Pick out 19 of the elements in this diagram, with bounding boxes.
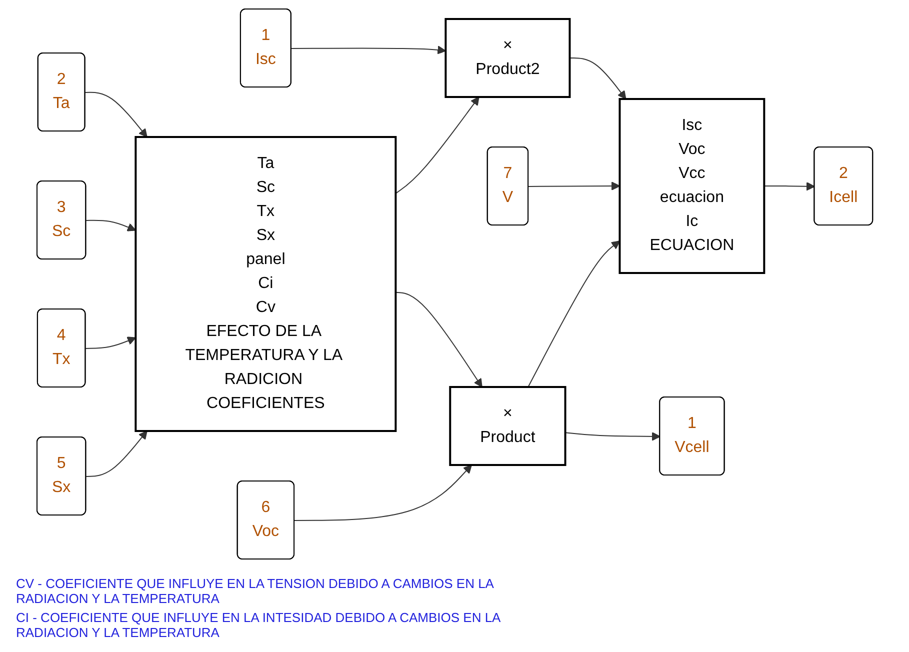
- arrow: [85, 430, 148, 477]
- node-box: × Product: [448, 386, 566, 466]
- arrow: [84, 92, 148, 138]
- arrow: [294, 464, 472, 521]
- node-box: Isc Voc Vcc ecuacion Ic ECUACION: [618, 98, 765, 274]
- arrow: [564, 432, 660, 441]
- arrow: [290, 46, 446, 54]
- arrow: [528, 182, 620, 190]
- arrow: [84, 336, 136, 349]
- arrow: [763, 182, 815, 191]
- arrow: [568, 58, 626, 100]
- arrow: [394, 96, 480, 194]
- arrow: [85, 220, 136, 232]
- arrow: [527, 240, 620, 388]
- node-box: Ta Sc Tx Sx panel Ci Cv EFECTO DE LA TEMPERATURA Y LA RADICION COEFICIENTES: [134, 136, 396, 432]
- node-box: × Product2: [444, 18, 570, 98]
- note-text: CV - COEFICIENTE QUE INFLUYE EN LA TENSION DEBIDO A CAMBIOS EN LA RADIACION Y LA TEMPERATURA: [16, 576, 495, 606]
- note-text: CI - COEFICIENTE QUE INFLUYE EN LA INTESIDAD DEBIDO A CAMBIOS EN LA RADIACION Y LA TEMPERATURA: [16, 610, 502, 640]
- arrow: [394, 292, 482, 388]
